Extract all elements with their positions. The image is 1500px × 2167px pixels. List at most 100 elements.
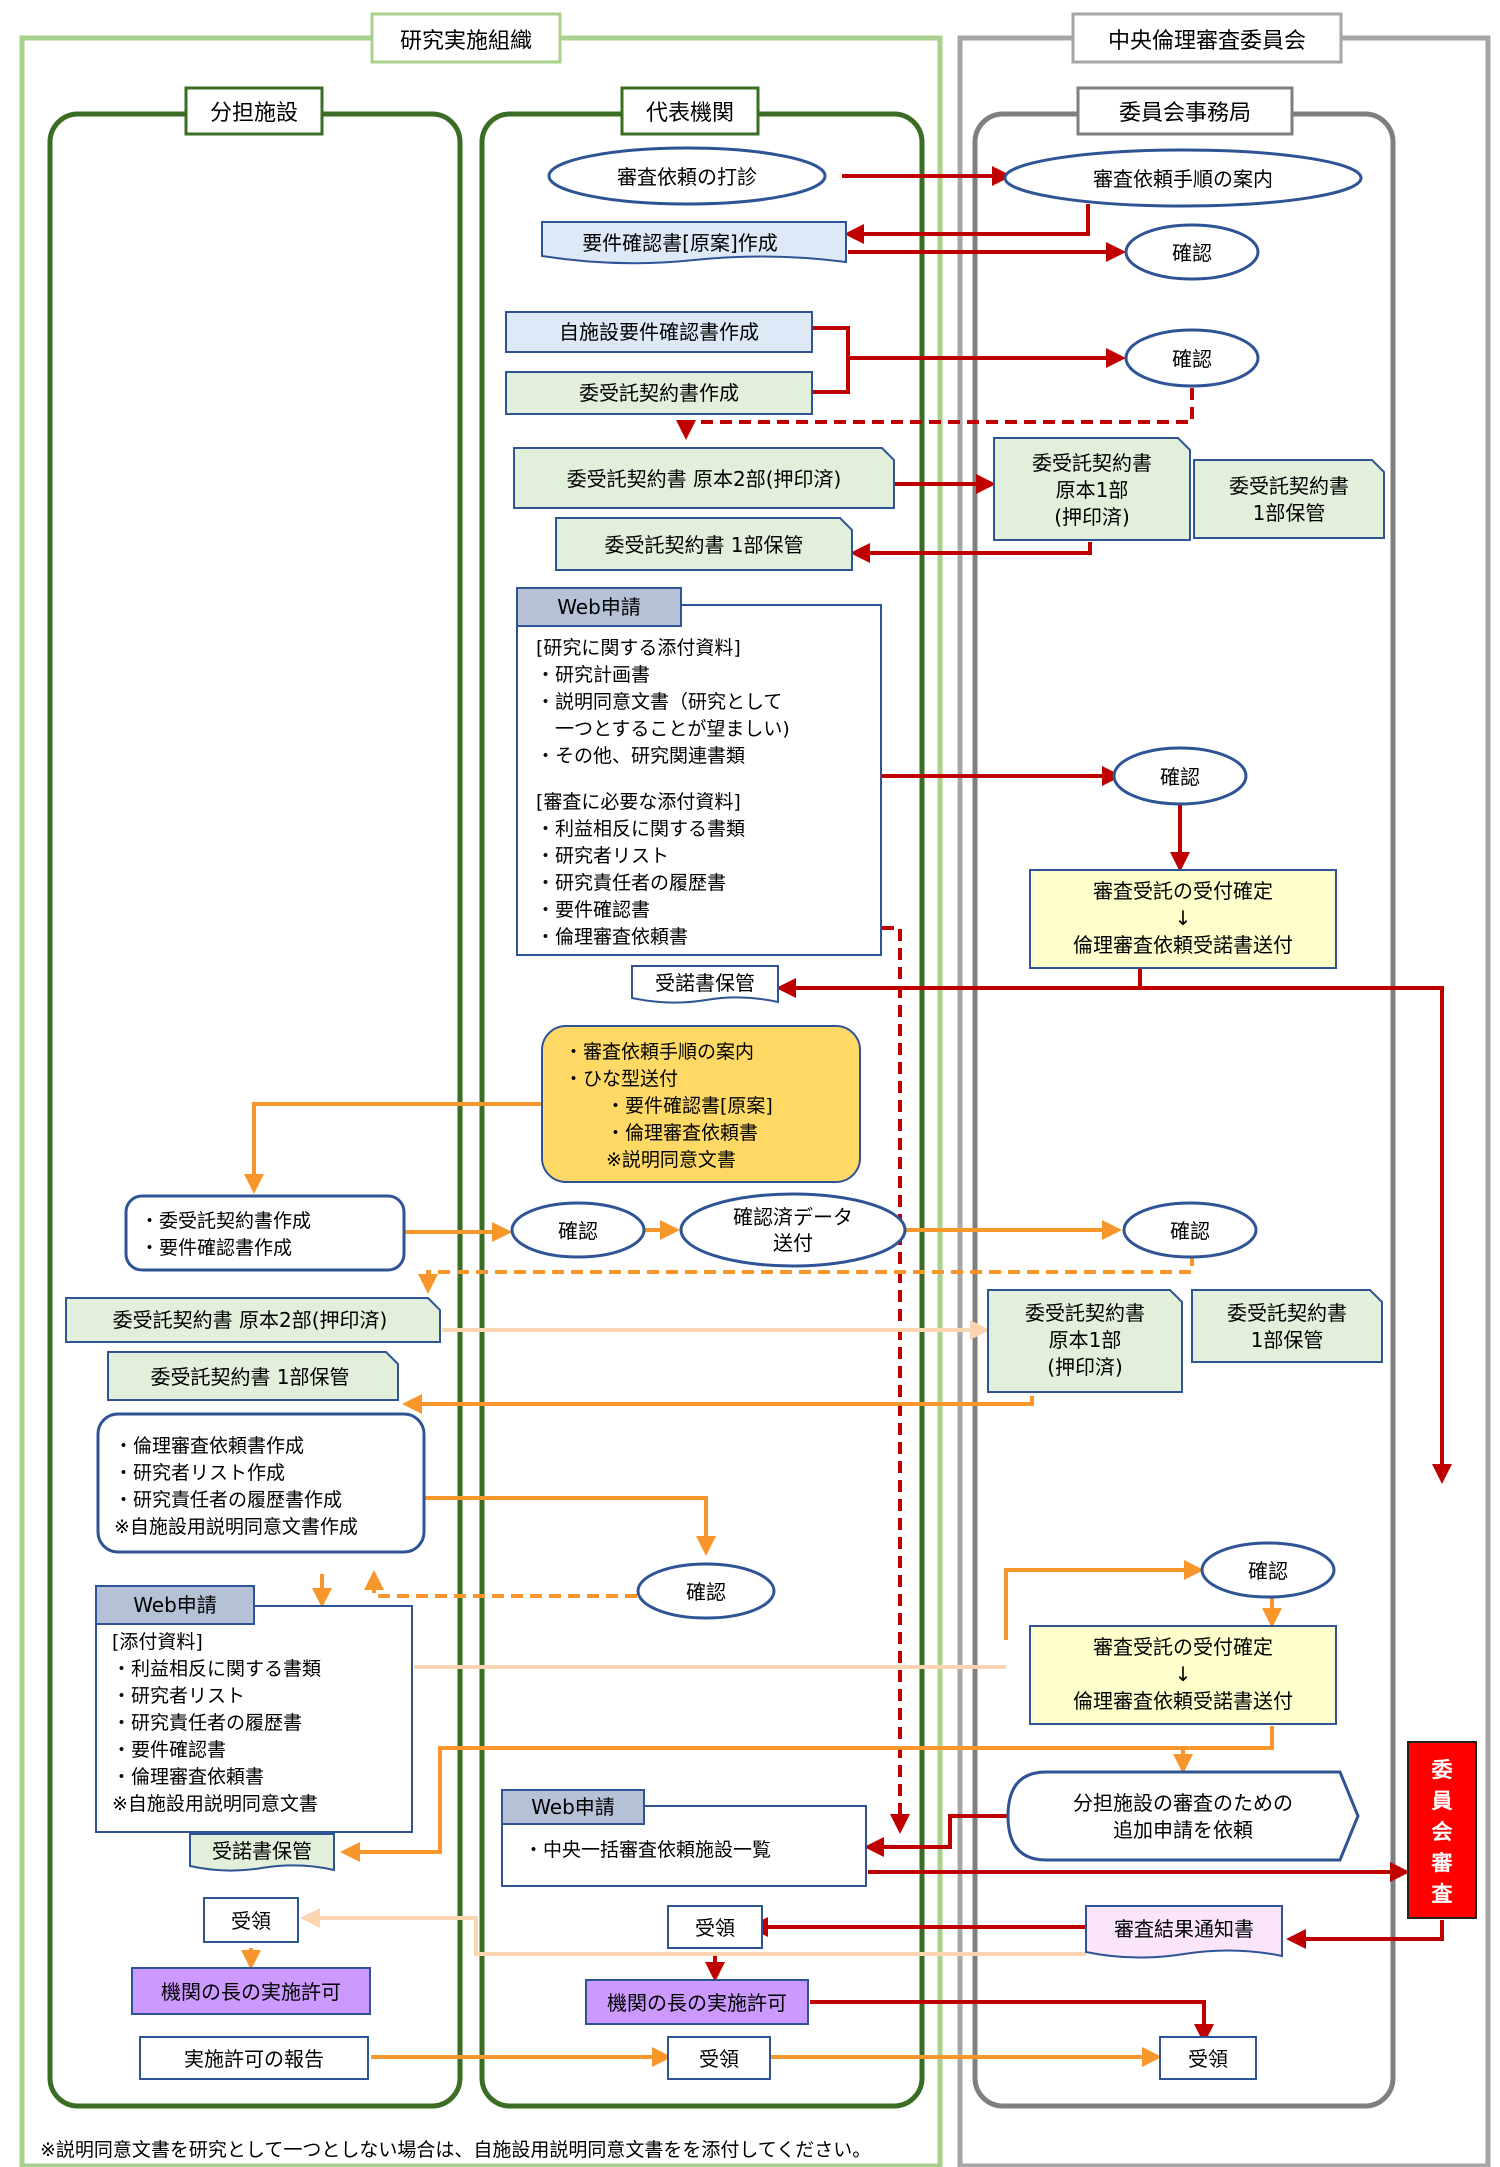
office-accept1-line: 倫理審査依頼受諾書送付 — [1073, 933, 1293, 957]
rep-web2-item: ・中央一括審査依頼施設一覧 — [524, 1839, 771, 1861]
office-confirm5-text: 確認 — [1248, 1559, 1288, 1583]
office-contract-keep2 — [1191, 1289, 1383, 1363]
branch-docs — [96, 1412, 426, 1554]
office-accept2-line: ↓ — [1175, 1662, 1192, 1686]
research-org-tab — [370, 12, 562, 64]
rep-contract-keep-text: 委受託契約書 1部保管 — [604, 533, 803, 557]
office-confirm4-text: 確認 — [1170, 1219, 1210, 1243]
branch-receive — [203, 1897, 299, 1943]
office-committee-char: 査 — [1432, 1882, 1453, 1906]
rep-label: 代表機関 — [646, 101, 734, 126]
office-label: 委員会事務局 — [1119, 101, 1251, 126]
rep-draft-text: 要件確認書[原案]作成 — [582, 231, 778, 255]
office-guide-text: 審査依頼手順の案内 — [1093, 167, 1273, 191]
rep-web-tab — [516, 587, 682, 627]
rep-web-line: ・その他、研究関連書類 — [536, 745, 745, 767]
office-accept1 — [1029, 869, 1337, 969]
rep-guide-line: ・倫理審査依頼書 — [606, 1122, 758, 1144]
office-contract-keep-line: 委受託契約書 — [1229, 474, 1349, 498]
branch-docs-line: ※自施設用説明同意文書作成 — [114, 1516, 358, 1538]
rep-receive — [667, 1905, 763, 1949]
rep-contract-2 — [513, 447, 895, 509]
office-confirm3 — [1112, 746, 1248, 806]
office-committee-char: 委 — [1431, 1758, 1453, 1782]
branch-permit — [131, 1967, 371, 2015]
rep-contract-make-text: 委受託契約書作成 — [579, 381, 739, 405]
rep-web-box — [516, 604, 882, 956]
office-committee — [1407, 1741, 1477, 1919]
office-confirm1 — [1124, 223, 1260, 281]
office-contract-keep2-line: 委受託契約書 — [1227, 1301, 1347, 1325]
rep-send — [679, 1192, 907, 1268]
office-accept1-line: 審査受託の受付確定 — [1093, 879, 1273, 903]
rep-web-line: ・研究者リスト — [536, 845, 669, 867]
office-guide — [1003, 148, 1363, 208]
branch-web-label: Web申請 — [133, 1593, 217, 1617]
rep-guide-line: ・審査依頼手順の案内 — [564, 1041, 754, 1063]
rep-inquiry-text: 審査依頼の打診 — [617, 165, 757, 189]
red-connectors — [676, 166, 1452, 2044]
office-request-line: 追加申請を依頼 — [1113, 1818, 1253, 1842]
office-confirm1-text: 確認 — [1172, 241, 1212, 265]
rep-self-req — [505, 311, 813, 353]
branch-accept-keep-text: 受諾書保管 — [212, 1839, 312, 1863]
branch-report-text: 実施許可の報告 — [184, 2047, 324, 2071]
branch-web-line: ・研究責任者の履歴書 — [112, 1712, 302, 1734]
rep-confirm2 — [636, 1562, 776, 1620]
branch-web-line: ・利益相反に関する書類 — [112, 1658, 321, 1680]
branch-web-box — [95, 1605, 413, 1833]
office-result — [1085, 1905, 1283, 1959]
rep-inquiry — [547, 146, 827, 206]
branch-make — [124, 1194, 406, 1272]
rep-tab — [620, 86, 760, 136]
office-receive — [1159, 2036, 1257, 2080]
branch-accept-keep — [189, 1833, 335, 1872]
rep-web-line: 一つとすることが望ましい) — [536, 718, 790, 740]
rep-web-label: Web申請 — [557, 595, 641, 619]
rep-guide-line: ・ひな型送付 — [564, 1068, 678, 1090]
rep-web-line: [研究に関する添付資料] — [536, 637, 741, 659]
rep-web-line: ・要件確認書 — [536, 899, 650, 921]
office-contract2-line: 原本1部 — [1049, 1328, 1122, 1352]
office-accept2 — [1029, 1625, 1337, 1725]
branch-label: 分担施設 — [210, 101, 298, 126]
branch-make-line: ・委受託契約書作成 — [140, 1210, 311, 1232]
footnote: ※説明同意文書を研究として一つとしない場合は、自施設用説明同意文書をを添付してく… — [40, 2139, 871, 2161]
rep-self-req-text: 自施設要件確認書作成 — [559, 320, 759, 344]
rep-confirm-text: 確認 — [558, 1219, 598, 1243]
branch-report — [139, 2036, 369, 2080]
rep-accept-keep — [631, 965, 779, 1004]
rep-web2-tab — [501, 1789, 645, 1825]
rep-send-line1: 確認済データ — [733, 1205, 853, 1229]
rep-contract-keep — [555, 517, 853, 571]
branch-web-line: [添付資料] — [112, 1631, 203, 1653]
branch-contract-keep — [107, 1351, 399, 1401]
central-committee-label: 中央倫理審査委員会 — [1108, 29, 1306, 54]
branch-contract-2 — [65, 1297, 441, 1343]
branch-web-line: ・研究者リスト — [112, 1685, 245, 1707]
research-org-label: 研究実施組織 — [400, 29, 532, 54]
office-contract2-line: 委受託契約書 — [1025, 1301, 1145, 1325]
rep-web2-label: Web申請 — [531, 1795, 615, 1819]
light-orange-connectors — [300, 1320, 1086, 1956]
rep-receive2-text: 受領 — [699, 2047, 739, 2071]
rep-guide — [541, 1025, 861, 1183]
rep-guide-line: ・要件確認書[原案] — [606, 1095, 773, 1117]
office-confirm3-text: 確認 — [1160, 765, 1200, 789]
office-accept2-line: 審査受託の受付確定 — [1093, 1635, 1273, 1659]
rep-confirm — [510, 1201, 646, 1259]
office-confirm2 — [1124, 328, 1260, 388]
office-accept2-line: 倫理審査依頼受諾書送付 — [1073, 1689, 1293, 1713]
branch-web-tab — [95, 1585, 255, 1625]
rep-permit-text: 機関の長の実施許可 — [607, 1991, 787, 2015]
office-contract1-line: 原本1部 — [1056, 478, 1129, 502]
branch-tab — [184, 86, 324, 136]
branch-web-line: ・要件確認書 — [112, 1739, 226, 1761]
rep-web-line: [審査に必要な添付資料] — [536, 791, 741, 813]
office-receive-text: 受領 — [1188, 2047, 1228, 2071]
branch-contract-keep-text: 委受託契約書 1部保管 — [150, 1365, 349, 1389]
office-contract-keep-line: 1部保管 — [1253, 501, 1326, 525]
office-contract-keep2-line: 1部保管 — [1251, 1328, 1324, 1352]
rep-guide-line: ※説明同意文書 — [606, 1149, 736, 1171]
